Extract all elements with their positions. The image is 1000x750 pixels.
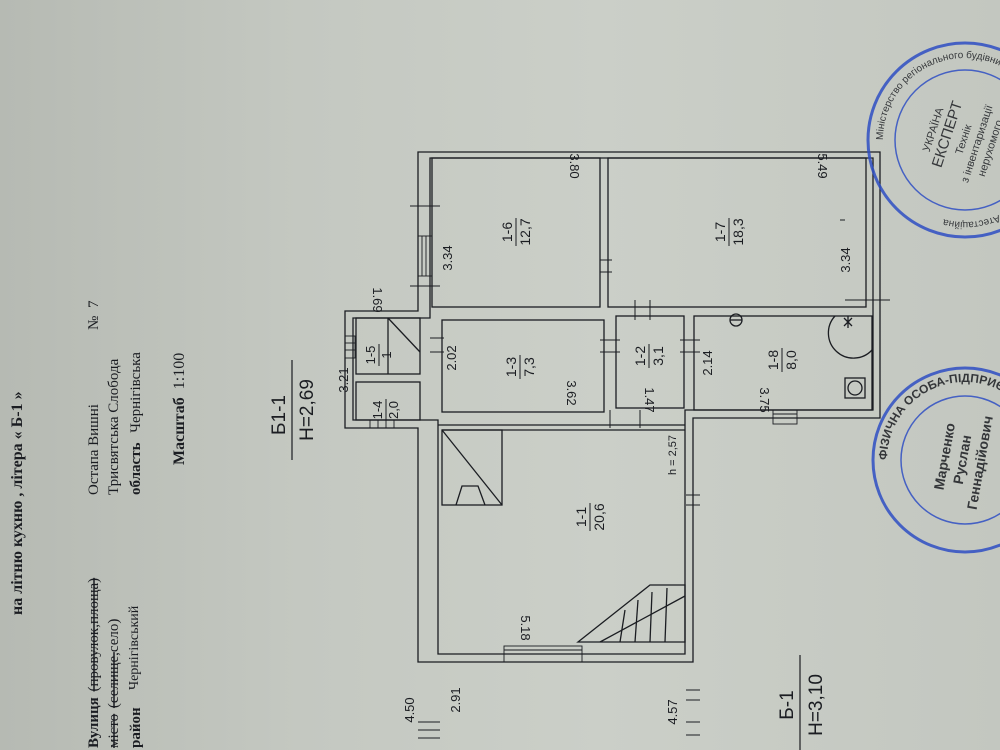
dim-5-49: 5.49 xyxy=(815,153,830,178)
svg-text:18,3: 18,3 xyxy=(730,218,746,245)
svg-text:12,7: 12,7 xyxy=(517,218,533,245)
svg-text:1-5: 1-5 xyxy=(363,346,378,365)
outer-wall-outer xyxy=(344,151,881,663)
room-1-8: 1-8 8,0 xyxy=(765,348,799,372)
room-1-1: 1-1 20,6 xyxy=(573,503,607,531)
dim-1-47: 1.47 xyxy=(642,387,657,412)
plan-labels: Б1-1 H=2,69 Б-1 H=3,10 1-1 20,6 1-2 3,1 … xyxy=(269,153,853,750)
dim-2-14: 2.14 xyxy=(700,350,715,375)
dim-3-34-right: 3.34 xyxy=(838,247,853,272)
district-label: район xyxy=(128,707,144,748)
svg-text:1-4: 1-4 xyxy=(370,401,385,420)
svg-text:3,1: 3,1 xyxy=(650,346,666,366)
svg-text:1-1: 1-1 xyxy=(573,507,589,527)
annex-height: H=2,69 xyxy=(297,379,318,441)
window-1-8 xyxy=(772,409,798,425)
window-1-4 xyxy=(369,419,395,429)
dim-3-75: 3.75 xyxy=(757,387,772,412)
stair-lower xyxy=(576,584,686,643)
svg-text:місто (селище,село): місто (селище,село) xyxy=(106,619,122,748)
street-label: Вулиця xyxy=(86,697,102,748)
dimension-ticks xyxy=(410,205,890,301)
address-block: Вулиця (провулок,площа) Остапа Вишні № 7… xyxy=(86,300,188,748)
svg-text:1-6: 1-6 xyxy=(499,222,515,242)
svg-text:1: 1 xyxy=(379,351,394,358)
svg-text:№ 7: № 7 xyxy=(86,300,102,330)
stove-symbol xyxy=(844,377,866,399)
svg-text:1-8: 1-8 xyxy=(765,350,781,370)
dim-2-02: 2.02 xyxy=(444,345,459,370)
fop-stamp: ФІЗИЧНА ОСОБА-ПІДПРИЄМЕЦЬ Марченко Русла… xyxy=(871,366,1000,554)
svg-text:1-7: 1-7 xyxy=(712,222,728,242)
room-1-6-walls xyxy=(431,157,601,308)
plan-drawing xyxy=(344,151,890,739)
dim-3-62: 3.62 xyxy=(564,380,579,405)
dim-3-34-left: 3.34 xyxy=(440,245,455,270)
number-label: № xyxy=(86,316,102,330)
svg-text:1-3: 1-3 xyxy=(503,357,519,377)
svg-text:область Чернігівська: область Чернігівська xyxy=(128,352,144,495)
city-label: місто xyxy=(106,714,122,748)
window-1-1-bottom xyxy=(503,645,583,663)
stair-upper xyxy=(441,429,503,506)
window-1-1-left xyxy=(418,721,440,739)
main-height: H=3,10 xyxy=(806,674,827,736)
door-ticks xyxy=(430,259,700,736)
main-label: Б-1 xyxy=(777,690,798,719)
district-value: Чернігівський xyxy=(127,605,142,690)
room-1-5: 1-5 1 xyxy=(363,344,394,366)
dim-3-21: 3.21 xyxy=(336,367,351,392)
svg-text:Масштаб 1:100: Масштаб 1:100 xyxy=(171,353,188,465)
window-1-5 xyxy=(344,335,356,359)
outer-wall-inner xyxy=(352,157,874,655)
dim-2-91: 2.91 xyxy=(448,687,463,712)
street-struck-text: (провулок,площа) xyxy=(86,578,102,692)
oblast-value: Чернігівська xyxy=(128,352,144,433)
street-value: Остапа Вишні xyxy=(86,404,102,495)
page-heading: на літню кухню , літера « Б-1 » xyxy=(9,391,26,615)
svg-text:7,3: 7,3 xyxy=(521,357,537,377)
room-1-3-walls xyxy=(441,319,605,413)
stair-height: h = 2,57 xyxy=(667,435,679,475)
dim-4-50: 4.50 xyxy=(402,697,417,722)
svg-text:20,6: 20,6 xyxy=(591,503,607,530)
dim-5-18: 5.18 xyxy=(518,615,533,640)
heater-symbol xyxy=(827,315,873,359)
heading-block: на літню кухню , літера « Б-1 » xyxy=(9,391,26,615)
expert-stamp: Міністерство регіонального будівництва ·… xyxy=(866,41,1000,239)
room-1-2: 1-2 3,1 xyxy=(632,344,666,368)
city-struck-text: (селище, xyxy=(106,652,122,708)
dim-3-80: 3.80 xyxy=(567,153,582,178)
scale-value: 1:100 xyxy=(171,353,188,389)
svg-text:Вулиця (провулок,площа: Вулиця (провулок,площа) xyxy=(86,578,102,748)
svg-text:8,0: 8,0 xyxy=(783,350,799,370)
dim-1-69: 1.69 xyxy=(370,287,385,312)
city-tail: село) xyxy=(106,619,122,652)
room-1-7: 1-7 18,3 xyxy=(712,218,746,246)
scale-label: Масштаб xyxy=(171,397,188,465)
outlet-symbol xyxy=(729,313,743,327)
number-value: 7 xyxy=(86,300,102,308)
room-1-6: 1-6 12,7 xyxy=(499,218,533,246)
city-value: Трисвятська Слобода xyxy=(106,358,122,495)
dim-4-57: 4.57 xyxy=(665,699,680,724)
svg-text:2,0: 2,0 xyxy=(386,401,401,419)
room-1-3: 1-3 7,3 xyxy=(503,355,537,379)
room-1-4: 1-4 2,0 xyxy=(370,399,401,421)
window-1-6 xyxy=(417,235,433,277)
room-1-7-walls xyxy=(607,157,867,308)
svg-text:1-2: 1-2 xyxy=(632,346,648,366)
annex-label: Б1-1 xyxy=(269,395,290,435)
oblast-label: область xyxy=(128,442,144,495)
